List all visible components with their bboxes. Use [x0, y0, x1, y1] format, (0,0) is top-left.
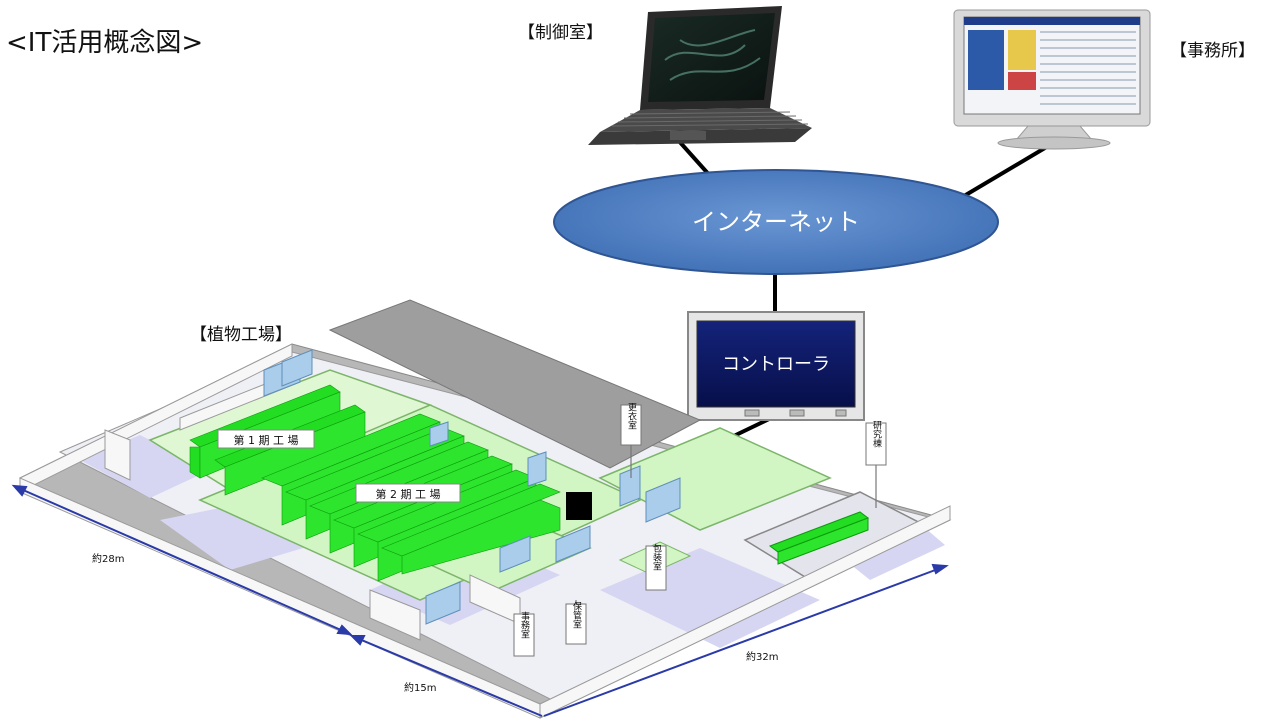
room-label-storage: 保管室 [571, 600, 582, 628]
internet-node: インターネット [553, 169, 999, 275]
controller-node: コントローラ [687, 311, 865, 421]
office-label: 【事務所】 [1170, 41, 1255, 61]
dimension-15m: 約15m [404, 681, 436, 694]
sensor-node [566, 492, 592, 520]
controller-label: コントローラ [722, 354, 830, 375]
room-label-office: 事務室 [519, 610, 530, 638]
control-room-label: 【制御室】 [518, 23, 603, 43]
dimension-28m: 約28m [92, 552, 124, 565]
dimension-32m: 約32m [746, 650, 778, 663]
plant-factory-floorplan: 更衣室 研究棟 包装室 保管室 事務室 第 1 期 工 場 第 2 期 工 場 … [11, 299, 952, 719]
plant-factory-label: 【植物工場】 [190, 325, 292, 345]
office-link [962, 140, 1057, 198]
internet-label: インターネット [692, 208, 860, 236]
room-label-packing: 包装室 [651, 542, 662, 570]
diagram-title: <IT活用概念図> [6, 28, 204, 58]
area-label-phase1: 第 1 期 工 場 [234, 433, 299, 447]
laptop-icon [588, 6, 812, 145]
desktop-monitor-icon [953, 9, 1151, 150]
area-label-phase2: 第 2 期 工 場 [376, 487, 441, 501]
room-label-research: 研究棟 [871, 420, 882, 448]
room-label-locker: 更衣室 [626, 402, 637, 429]
